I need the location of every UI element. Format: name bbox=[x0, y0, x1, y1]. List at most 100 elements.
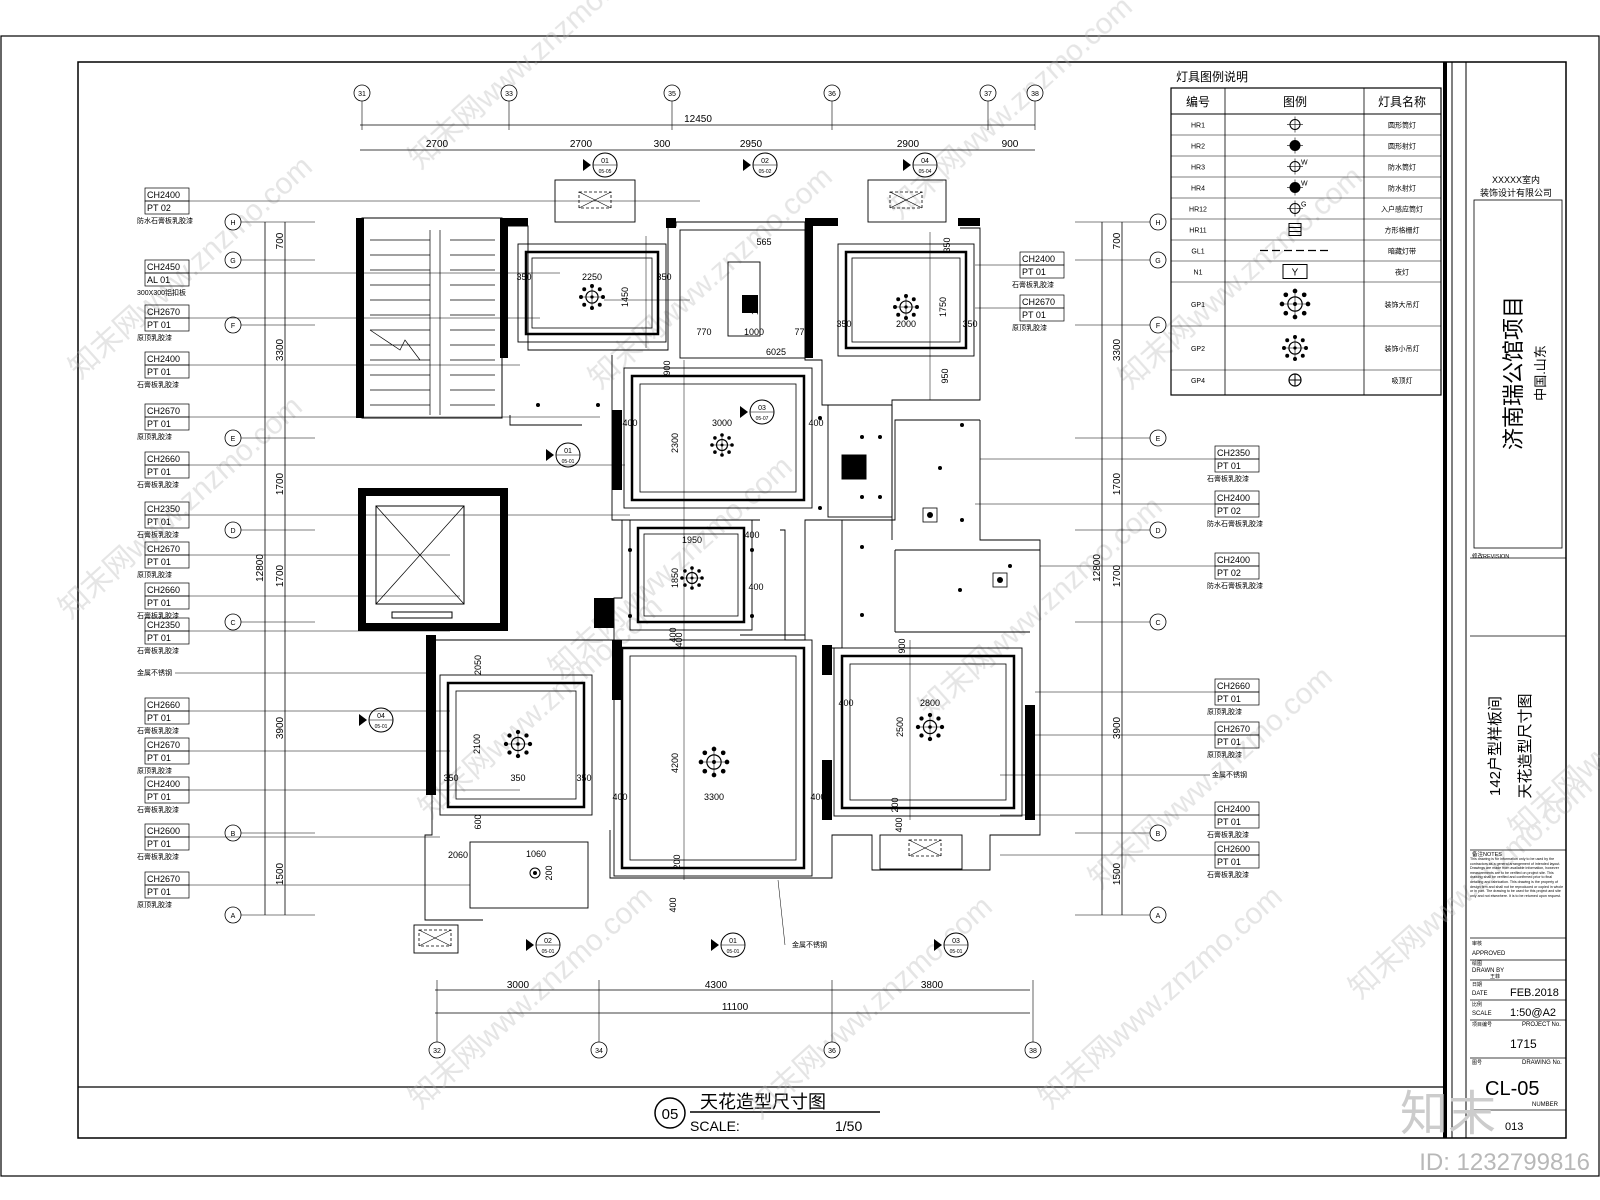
pendant-light-living bbox=[698, 746, 730, 778]
tag-code: CH2670 bbox=[147, 740, 180, 750]
tag-sub: PT 01 bbox=[147, 557, 171, 567]
tag-code: CH2450 bbox=[147, 262, 180, 272]
section-ref: 05-01 bbox=[562, 459, 575, 465]
tag-code: CH2350 bbox=[1217, 448, 1250, 458]
axis-label-top: 35 bbox=[668, 91, 676, 98]
axis-label-top: 38 bbox=[1031, 91, 1039, 98]
inner-dim: 1450 bbox=[620, 287, 630, 307]
grille-light bbox=[922, 507, 938, 523]
section-mark: 04 05-04 bbox=[903, 152, 938, 178]
inner-dim: 400 bbox=[894, 817, 904, 832]
axis-label-top: 36 bbox=[828, 91, 836, 98]
legend-code: HR1 bbox=[1191, 123, 1205, 130]
scale-cn: 比例 bbox=[1472, 1001, 1482, 1008]
inner-dim: 200 bbox=[544, 865, 554, 880]
tag-code: CH2670 bbox=[147, 307, 180, 317]
legend-name: 暗藏灯带 bbox=[1388, 247, 1416, 256]
segment-dim-bottom: 4300 bbox=[705, 980, 728, 991]
legend-name: 圆形射灯 bbox=[1388, 142, 1416, 151]
section-number: 02 bbox=[544, 938, 552, 945]
legend-code: GP2 bbox=[1191, 346, 1205, 353]
tag-description: 原顶乳胶漆 bbox=[137, 766, 172, 775]
section-ref: 05-01 bbox=[950, 949, 963, 955]
tag-description: 原顶乳胶漆 bbox=[137, 333, 172, 342]
axis-label-right: B bbox=[1156, 831, 1161, 838]
tag-code: CH2600 bbox=[147, 826, 180, 836]
approved-label: APPROVED bbox=[1472, 951, 1506, 957]
overall-dim-top: 12450 bbox=[684, 114, 712, 125]
tag-sub: PT 01 bbox=[147, 887, 171, 897]
legend-symbol-mark: W bbox=[1301, 160, 1308, 167]
section-number: 04 bbox=[921, 158, 929, 165]
axis-label-right: F bbox=[1156, 323, 1160, 330]
segment-dim-left: 1500 bbox=[275, 862, 286, 885]
legend-code: GP1 bbox=[1191, 302, 1205, 309]
inner-dim: 770 bbox=[696, 327, 711, 337]
tag-description: 防水石膏板乳胶漆 bbox=[137, 216, 193, 225]
company-line1: XXXXX室内 bbox=[1492, 174, 1540, 185]
number-value: 013 bbox=[1505, 1121, 1523, 1133]
section-ref: 05-04 bbox=[919, 169, 932, 175]
notes: 金属不锈钢 金属不锈钢 金属不锈钢 bbox=[137, 668, 1247, 949]
section-number: 03 bbox=[758, 405, 766, 412]
inner-dim: 350 bbox=[836, 319, 851, 329]
brand-watermark: 知末 bbox=[1400, 1088, 1496, 1141]
inner-dim: 400 bbox=[668, 897, 678, 912]
section-ref: 05-02 bbox=[759, 169, 772, 175]
sheet-outer-border bbox=[0, 35, 1600, 1177]
pendant-light-bedroom-2 bbox=[893, 294, 919, 320]
watermark-text: 知末网www.znzmo.com bbox=[883, 0, 1139, 225]
tag-sub: PT 01 bbox=[1022, 310, 1046, 320]
tag-description: 石膏板乳胶漆 bbox=[1207, 870, 1249, 879]
watermark-text: 知末网www.znzmo.com bbox=[743, 890, 999, 1125]
segment-dim-right: 3900 bbox=[1112, 716, 1123, 739]
axis-label-left: B bbox=[231, 831, 236, 838]
tag-code: CH2400 bbox=[1022, 254, 1055, 264]
segment-dim-left: 3300 bbox=[275, 338, 286, 361]
inner-dim: 400 bbox=[810, 792, 825, 802]
downlight-dot bbox=[860, 435, 864, 439]
inner-dim: 2050 bbox=[473, 655, 483, 675]
project-no-value: 1715 bbox=[1510, 1037, 1537, 1051]
legend-name: 装饰大吊灯 bbox=[1385, 300, 1420, 309]
project-no-label: PROJECT No. bbox=[1522, 1022, 1561, 1028]
elevator-shaft bbox=[358, 488, 508, 631]
downlight-dot bbox=[750, 548, 754, 552]
title-number: 05 bbox=[662, 1106, 679, 1123]
note-metal-left: 金属不锈钢 bbox=[137, 668, 172, 677]
tag-description: 石膏板乳胶漆 bbox=[1012, 280, 1054, 289]
legend-header: 编号 bbox=[1186, 94, 1210, 109]
downlight-dot bbox=[818, 416, 822, 420]
legend-code: HR3 bbox=[1191, 165, 1205, 172]
scale-value: 1/50 bbox=[835, 1118, 862, 1134]
inner-dim: 2300 bbox=[670, 433, 680, 453]
pendant-light-bedroom-1 bbox=[579, 284, 605, 310]
tag-sub: PT 02 bbox=[1217, 568, 1241, 578]
tag-description: 300X300铝扣板 bbox=[137, 288, 186, 297]
tag-code: CH2660 bbox=[147, 454, 180, 464]
legend-symbol bbox=[1288, 223, 1302, 236]
segment-dim-bottom: 3800 bbox=[921, 980, 944, 991]
tag-description: 原顶乳胶漆 bbox=[1012, 323, 1047, 332]
inner-dim: 3300 bbox=[704, 792, 724, 802]
axis-label-bottom: 38 bbox=[1029, 1048, 1037, 1055]
downlight-dot bbox=[860, 545, 864, 549]
tag-description: 石膏板乳胶漆 bbox=[137, 611, 179, 620]
tag-description: 原顶乳胶漆 bbox=[137, 432, 172, 441]
inner-dim: 770 bbox=[794, 327, 809, 337]
axis-label-top: 31 bbox=[358, 91, 366, 98]
pendant-light-dining bbox=[710, 433, 734, 457]
ceiling-light-bath bbox=[529, 867, 541, 879]
